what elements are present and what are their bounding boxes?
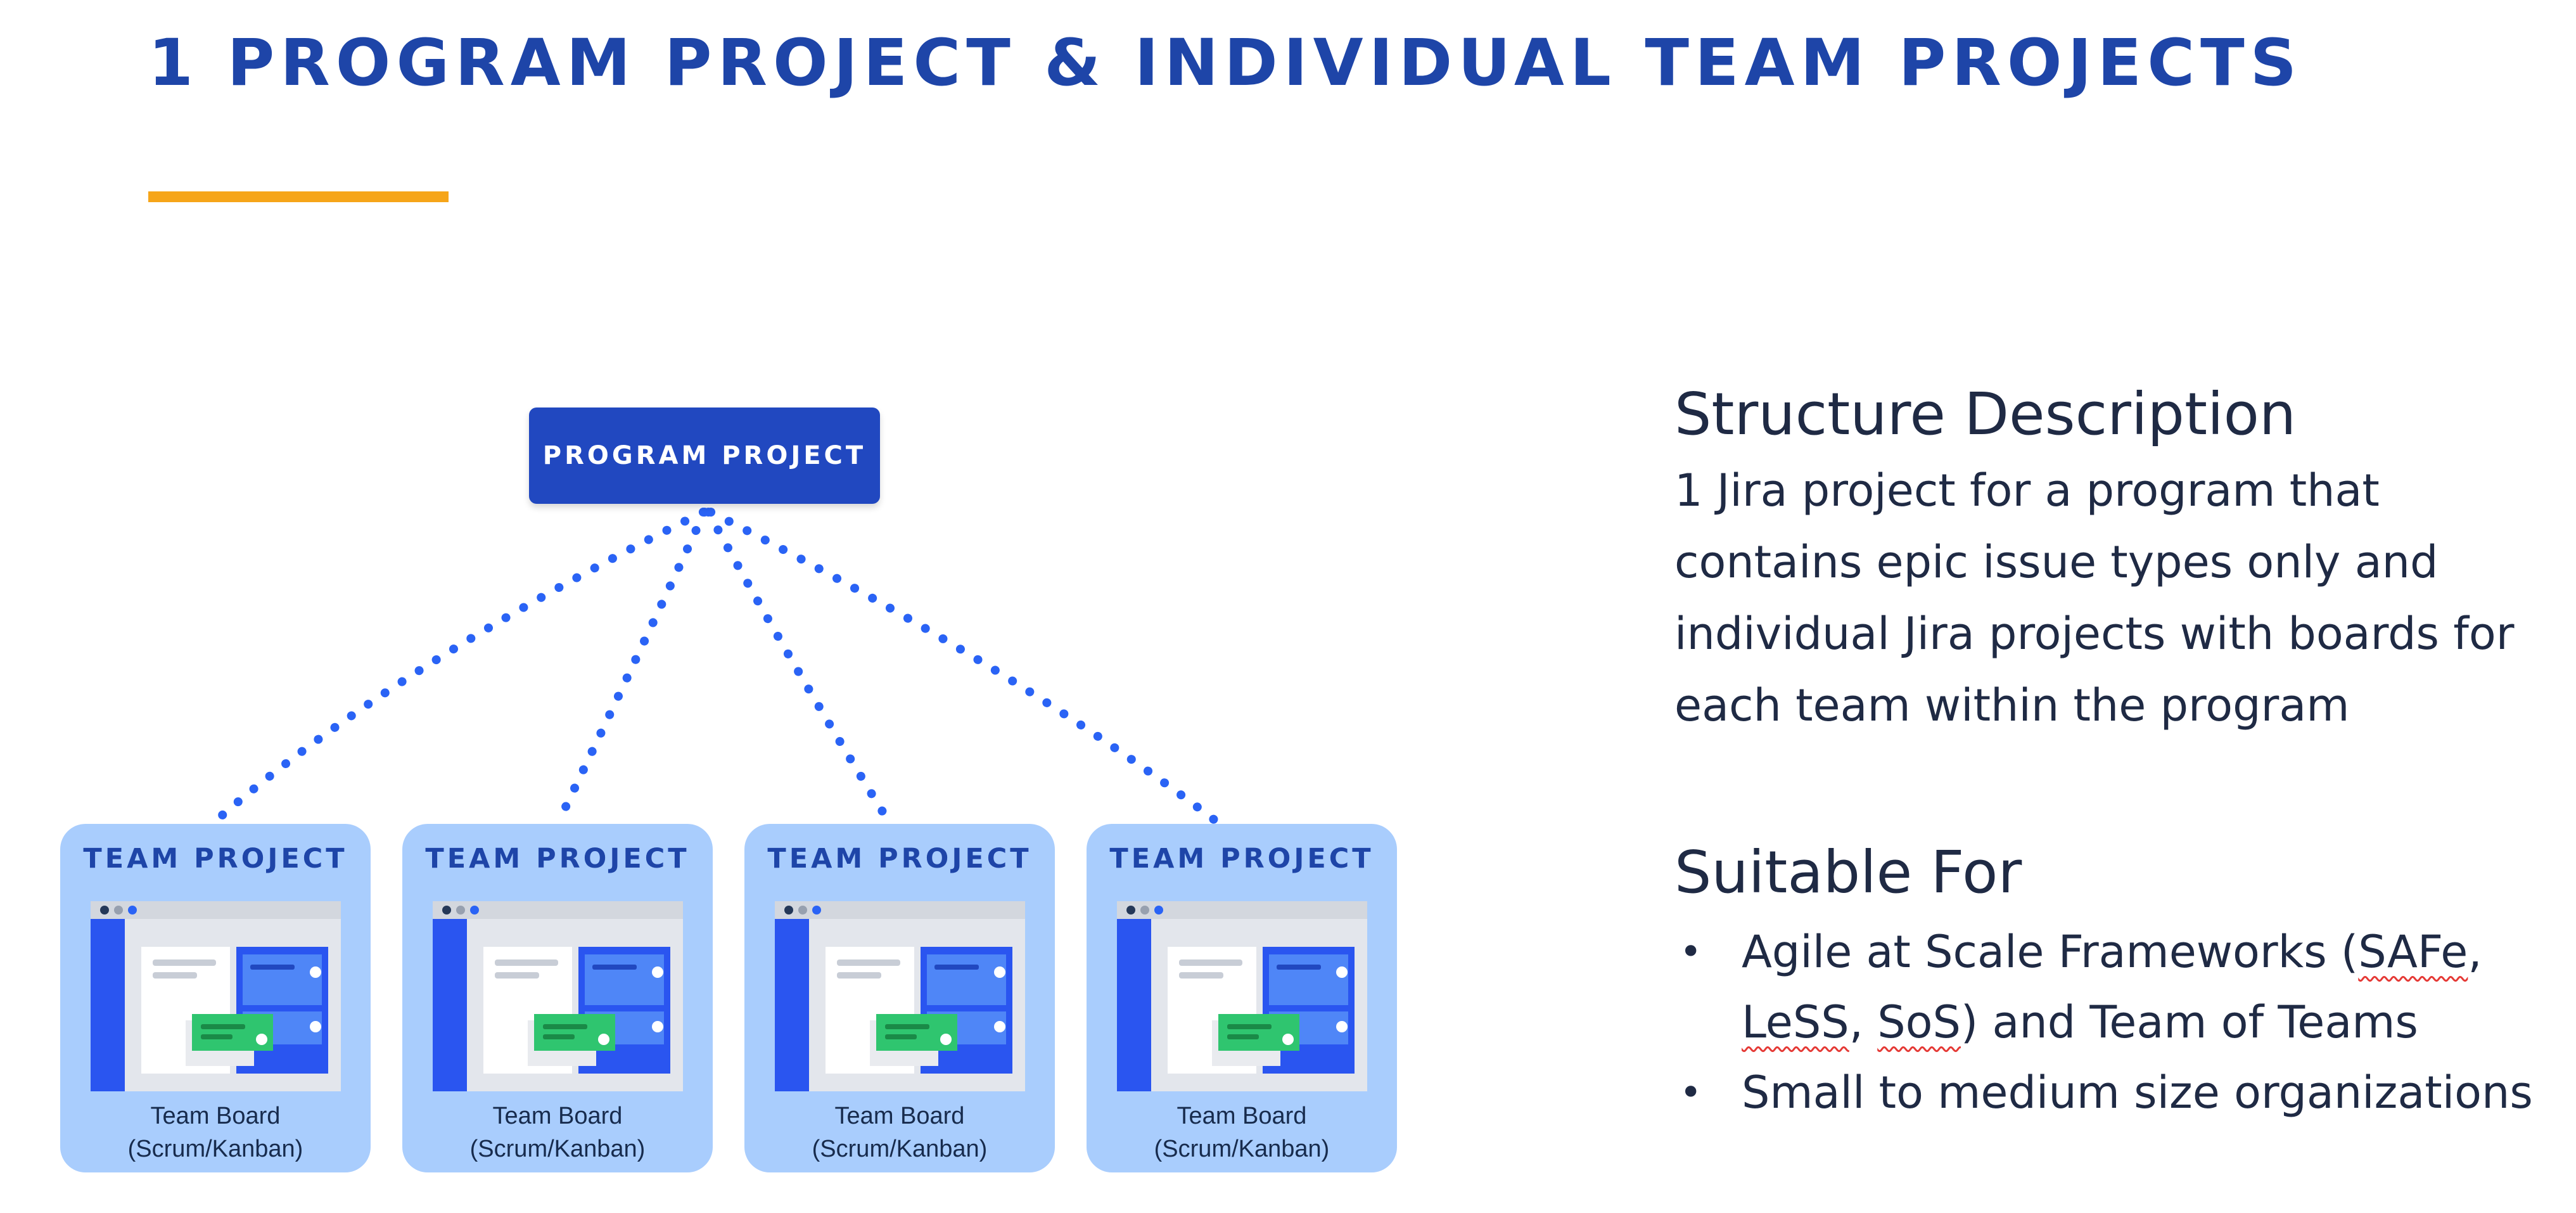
bullet-icon: • (1680, 930, 1702, 974)
bullet2-text: Small to medium size organizations (1742, 1067, 2533, 1119)
structure-description-heading: Structure Description (1674, 380, 2297, 448)
description-line-4: each team within the program (1674, 679, 2350, 731)
suitable-for-item-1: • Agile at Scale Frameworks (SAFe, LeSS,… (1674, 917, 2561, 1058)
team-board-illustration (1117, 901, 1367, 1091)
team-project-card-2: TEAM PROJECT Team Board (Scrum/Kanban) (402, 824, 713, 1172)
connector-team-2 (553, 508, 709, 828)
team-board-caption-line1: Team Board (834, 1103, 965, 1129)
team-board-illustration (433, 901, 683, 1091)
suitable-for-list: • Agile at Scale Frameworks (SAFe, LeSS,… (1674, 917, 2561, 1128)
spellcheck-word-sos: SoS (1877, 996, 1961, 1048)
team-board-caption-line2: (Scrum/Kanban) (812, 1136, 988, 1162)
connector-team-1 (208, 508, 708, 828)
suitable-for-item-2: • Small to medium size organizations (1674, 1058, 2561, 1128)
description-line-3: individual Jira projects with boards for (1674, 608, 2515, 660)
team-board-caption-line2: (Scrum/Kanban) (1154, 1136, 1330, 1162)
spellcheck-word-less: LeSS (1742, 996, 1849, 1048)
program-project-box: PROGRAM PROJECT (529, 408, 880, 504)
team-project-card-3: TEAM PROJECT Team Board (Scrum/Kanban) (744, 824, 1055, 1172)
suitable-for-heading: Suitable For (1674, 838, 2022, 906)
program-project-label: PROGRAM PROJECT (542, 441, 867, 470)
team-board-caption: Team Board (Scrum/Kanban) (744, 1100, 1055, 1165)
bullet1-text-b: , (2468, 926, 2482, 978)
team-project-card-1: TEAM PROJECT Team Board (Scrum/Kanban) (60, 824, 371, 1172)
title-accent-bar (148, 191, 449, 202)
team-board-illustration (91, 901, 341, 1091)
team-board-caption: Team Board (Scrum/Kanban) (1087, 1100, 1397, 1165)
team-board-caption-line2: (Scrum/Kanban) (469, 1136, 646, 1162)
bullet-icon: • (1680, 1070, 1702, 1115)
team-board-caption-line2: (Scrum/Kanban) (127, 1136, 303, 1162)
spellcheck-word-safe: SAFe (2358, 926, 2468, 978)
bullet1-text-a: Agile at Scale Frameworks ( (1742, 926, 2359, 978)
team-board-illustration (775, 901, 1025, 1091)
team-board-caption: Team Board (Scrum/Kanban) (402, 1100, 713, 1165)
team-board-caption-line1: Team Board (150, 1103, 281, 1129)
team-board-caption-line1: Team Board (492, 1103, 623, 1129)
slide-title: 1 PROGRAM PROJECT & INDIVIDUAL TEAM PROJ… (148, 25, 2303, 101)
connector-team-4 (706, 508, 1224, 828)
description-panel: Structure Description 1 Jira project for… (1674, 375, 2561, 1128)
team-project-label: TEAM PROJECT (767, 843, 1032, 875)
team-project-label: TEAM PROJECT (1109, 843, 1374, 875)
bullet1-text-d: ) and Team of Teams (1960, 996, 2418, 1048)
description-line-2: contains epic issue types only and (1674, 536, 2439, 588)
team-board-caption: Team Board (Scrum/Kanban) (60, 1100, 371, 1165)
team-project-label: TEAM PROJECT (83, 843, 348, 875)
bullet1-text-c: , (1849, 996, 1878, 1048)
structure-description-text: 1 Jira project for a program that contai… (1674, 455, 2561, 741)
team-board-caption-line1: Team Board (1176, 1103, 1307, 1129)
description-line-1: 1 Jira project for a program that (1674, 465, 2380, 517)
team-project-label: TEAM PROJECT (425, 843, 690, 875)
team-project-card-4: TEAM PROJECT Team Board (Scrum/Kanban) (1087, 824, 1397, 1172)
